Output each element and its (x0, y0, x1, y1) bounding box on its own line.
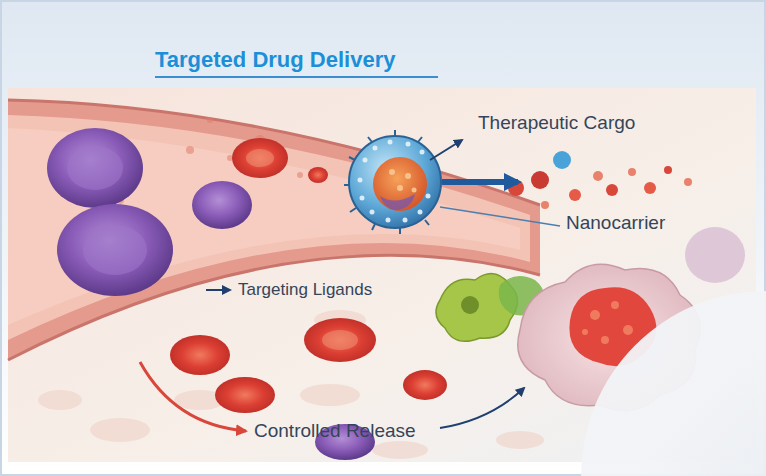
callout-label: Targeting Ligands (238, 280, 372, 300)
callout-label: Nanocarrier (566, 212, 665, 234)
callout-label: Therapeutic Cargo (478, 112, 635, 134)
callout-label: Controlled Release (254, 420, 416, 442)
diagram-title: Targeted Drug Delivery (155, 47, 395, 73)
